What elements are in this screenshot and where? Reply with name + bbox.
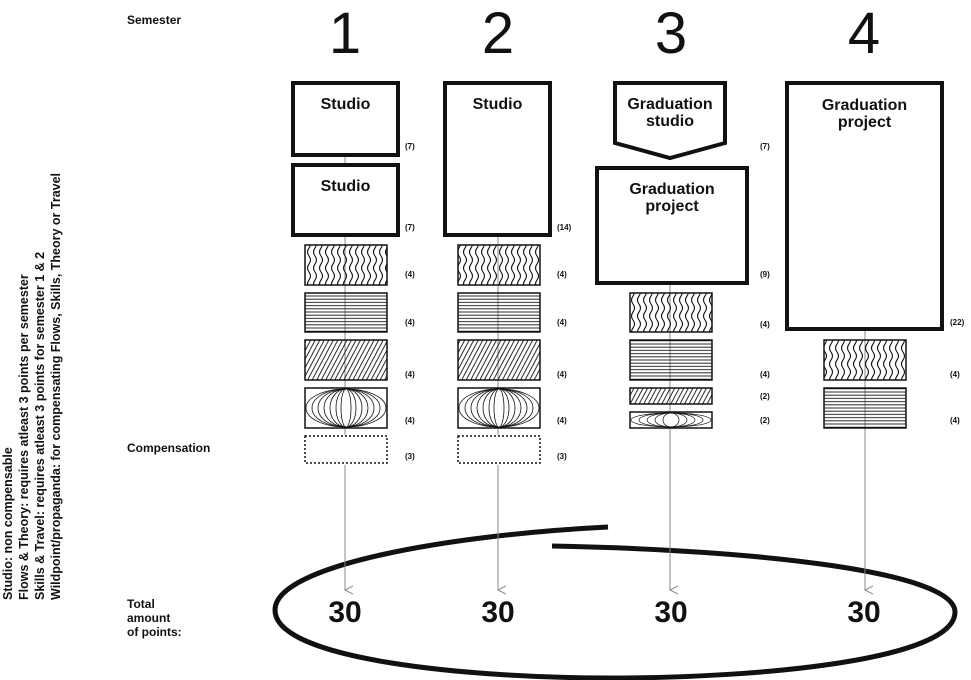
studio-box [293,165,398,235]
semester-4-column [787,83,942,428]
points-label: (4) [950,416,960,425]
semester-number-3: 3 [631,5,711,63]
points-label: (4) [760,370,770,379]
points-label: (4) [405,416,415,425]
module-theory [305,340,387,380]
graduation-studio-title: Graduation studio [615,96,725,130]
points-label: (3) [557,452,567,461]
title-line: Graduation [615,96,725,113]
total-points-semester-3: 30 [631,596,711,630]
points-label: (3) [405,452,415,461]
studio-title: Studio [293,96,398,113]
points-label: (22) [950,318,964,327]
points-label: (4) [760,320,770,329]
points-label: (2) [760,392,770,401]
semester-3-column [597,83,747,428]
semester-2-column [445,83,550,463]
points-label: (4) [557,370,567,379]
graduation-project-title: Graduation project [597,181,747,215]
semester-number-2: 2 [458,5,538,63]
graduation-project-title: Graduation project [787,97,942,131]
module-travel [630,412,712,428]
module-theory [458,340,540,380]
module-skills [305,293,387,332]
total-points-semester-1: 30 [305,596,385,630]
points-label: (7) [405,142,415,151]
studio-title: Studio [293,178,398,195]
module-skills [630,340,712,380]
module-flows [458,245,540,285]
module-flows [824,340,906,380]
studio-title: Studio [445,96,550,113]
title-line: project [787,114,942,131]
points-label: (4) [557,318,567,327]
points-label: (4) [405,370,415,379]
module-travel [458,388,540,428]
points-label: (7) [760,142,770,151]
points-label: (9) [760,270,770,279]
points-label: (14) [557,223,571,232]
module-skills [458,293,540,332]
points-label: (2) [760,416,770,425]
module-flows [630,293,712,332]
studio-box [293,83,398,155]
module-flows [305,245,387,285]
title-line: Graduation [787,97,942,114]
title-line: studio [615,113,725,130]
points-label: (7) [405,223,415,232]
semester-number-4: 4 [824,5,904,63]
title-line: Graduation [597,181,747,198]
semester-number-1: 1 [305,5,385,63]
compensation-box [458,436,540,463]
points-label: (4) [405,318,415,327]
module-theory [630,388,712,404]
title-line: project [597,198,747,215]
total-points-semester-2: 30 [458,596,538,630]
points-label: (4) [557,416,567,425]
module-skills [824,388,906,428]
points-label: (4) [557,270,567,279]
total-points-semester-4: 30 [824,596,904,630]
points-label: (4) [405,270,415,279]
points-label: (4) [950,370,960,379]
semester-1-column [293,83,398,463]
compensation-box [305,436,387,463]
module-travel [305,388,387,428]
